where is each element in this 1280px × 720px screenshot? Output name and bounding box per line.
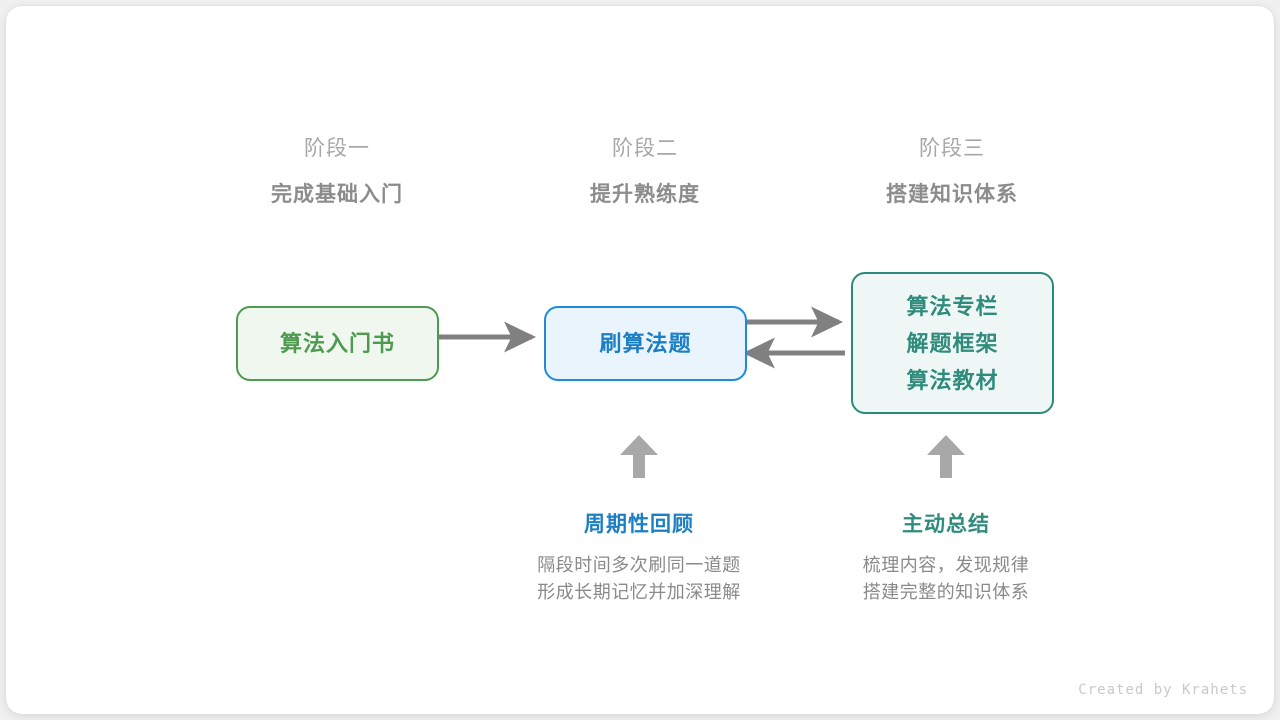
footer-review-desc-line-2: 形成长期记忆并加深理解 bbox=[537, 582, 741, 602]
node-system-line-3: 算法教材 bbox=[906, 367, 999, 393]
diagram-canvas: 阶段一 完成基础入门 阶段二 提升熟练度 阶段三 搭建知识体系 算法入门书 刷算… bbox=[6, 6, 1274, 714]
credit-text: Created by Krahets bbox=[1078, 682, 1248, 698]
stage-name-3: 阶段三 bbox=[919, 137, 985, 160]
footer-summary-desc: 梳理内容，发现规律 搭建完整的知识体系 bbox=[796, 552, 1096, 606]
stage-title-2: 提升熟练度 bbox=[590, 183, 700, 206]
stage-name-1: 阶段一 bbox=[304, 137, 370, 160]
node-system-line-2: 解题框架 bbox=[906, 330, 999, 356]
footer-review-desc-line-1: 隔段时间多次刷同一道题 bbox=[537, 555, 741, 575]
node-practice-label: 刷算法题 bbox=[599, 331, 692, 356]
node-book-label: 算法入门书 bbox=[279, 331, 395, 356]
footer-block-review: 周期性回顾 隔段时间多次刷同一道题 形成长期记忆并加深理解 bbox=[489, 510, 789, 606]
block-arrow-up-review bbox=[620, 435, 658, 478]
stage-name-2: 阶段二 bbox=[612, 137, 678, 160]
stage-header-3: 阶段三 搭建知识体系 bbox=[822, 134, 1082, 210]
footer-summary-desc-line-2: 搭建完整的知识体系 bbox=[862, 582, 1030, 602]
node-practice-problems[interactable]: 刷算法题 bbox=[544, 306, 747, 381]
footer-block-summary: 主动总结 梳理内容，发现规律 搭建完整的知识体系 bbox=[796, 510, 1096, 606]
node-system-line-1: 算法专栏 bbox=[906, 293, 999, 319]
node-knowledge-system[interactable]: 算法专栏 解题框架 算法教材 bbox=[851, 272, 1054, 414]
footer-summary-desc-line-1: 梳理内容，发现规律 bbox=[862, 555, 1030, 575]
stage-title-3: 搭建知识体系 bbox=[886, 183, 1018, 206]
stage-header-1: 阶段一 完成基础入门 bbox=[207, 134, 467, 210]
block-arrow-up-summary bbox=[927, 435, 965, 478]
footer-summary-title: 主动总结 bbox=[902, 513, 990, 536]
stage-header-2: 阶段二 提升熟练度 bbox=[515, 134, 775, 210]
node-algorithm-intro-book[interactable]: 算法入门书 bbox=[236, 306, 439, 381]
stage-title-1: 完成基础入门 bbox=[271, 183, 403, 206]
footer-review-title: 周期性回顾 bbox=[584, 513, 694, 536]
footer-review-desc: 隔段时间多次刷同一道题 形成长期记忆并加深理解 bbox=[489, 552, 789, 606]
